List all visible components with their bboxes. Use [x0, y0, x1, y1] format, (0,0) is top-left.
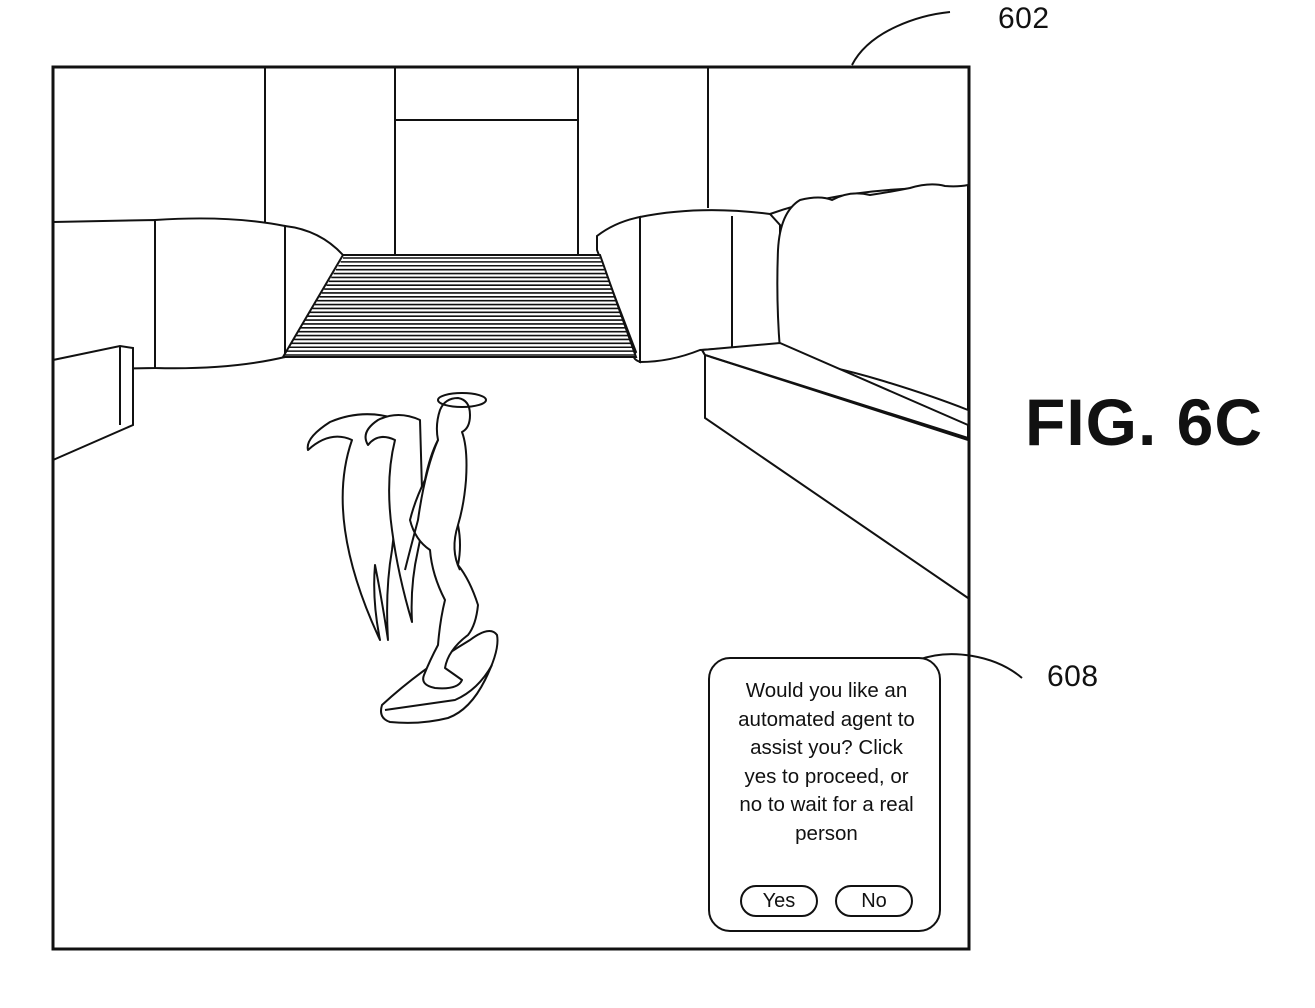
reference-numeral-602: 602 [998, 2, 1050, 36]
dialog-message: Would you like an automated agent to ass… [716, 677, 937, 848]
reference-numeral-608: 608 [1047, 660, 1099, 694]
avatar-angel-skateboarder[interactable] [308, 393, 498, 723]
left-planter-wall [53, 346, 133, 460]
staircase [283, 255, 636, 357]
figure-title: FIG. 6C [1025, 384, 1263, 460]
leader-line-602 [852, 12, 950, 65]
assistant-prompt-dialog: Would you like an automated agent to ass… [708, 657, 941, 932]
yes-button[interactable]: Yes [740, 885, 818, 917]
no-button[interactable]: No [835, 885, 913, 917]
